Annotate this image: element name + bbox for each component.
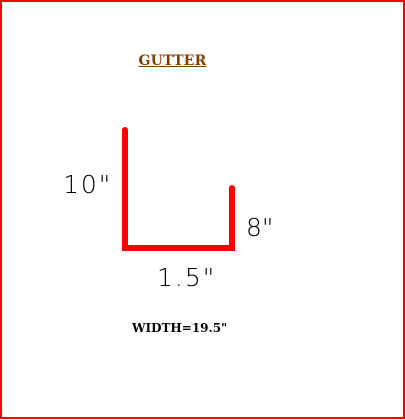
bottom-dimension-label: 1.5" [157,263,217,292]
width-note: WIDTH=19.5" [132,321,228,335]
left-side-dimension-label: 10" [63,170,113,199]
gutter-profile-line [122,127,235,251]
right-side-dimension-label: 8" [246,213,274,242]
diagram-title: GUTTER [138,53,207,69]
